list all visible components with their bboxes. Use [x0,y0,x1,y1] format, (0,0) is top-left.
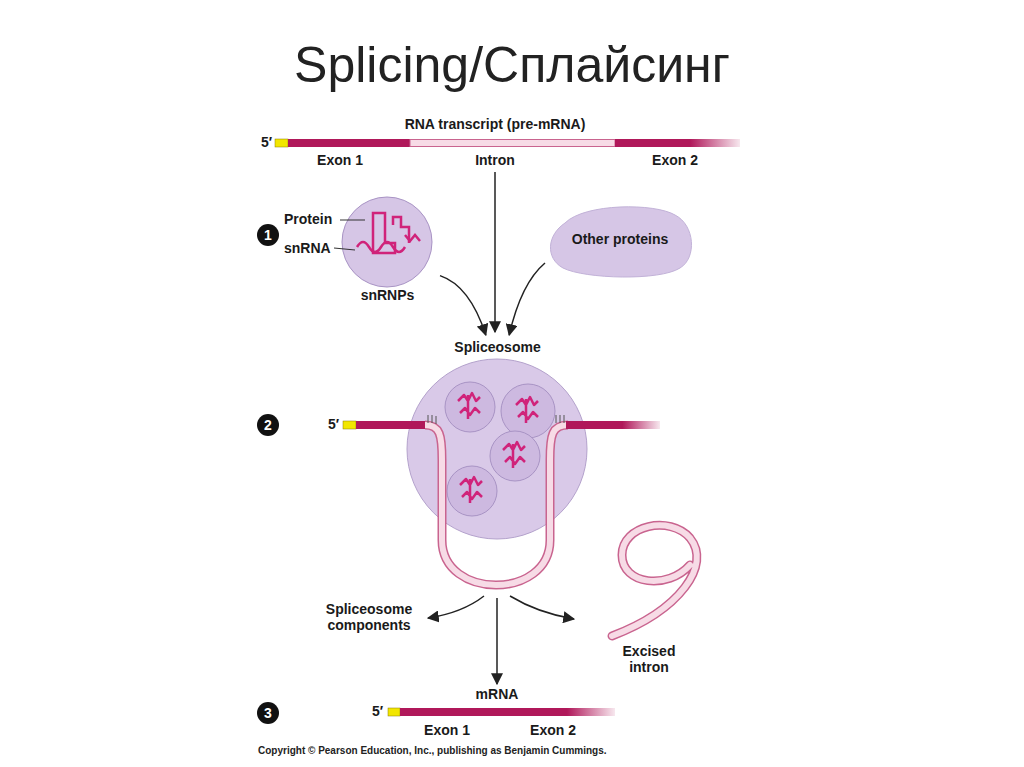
shape-part [490,431,540,481]
shape-part [447,466,497,516]
exon-label: Exon 1 [424,722,470,738]
cap [388,708,400,716]
strand-end: 5′ [372,703,383,719]
exon-band [400,708,495,716]
shape-part [501,384,555,438]
shape-node: snRNPs [335,195,440,307]
product-label: Excised intron [603,643,695,675]
shape-part [460,477,482,503]
exon-band [288,139,410,147]
flow-arrow [509,263,545,335]
shape-part [407,359,587,539]
shape-part [334,248,355,250]
strand-end: 5′ [328,416,339,432]
exon-band [495,708,615,716]
strand-end: 5′ [261,134,272,150]
excised-intron [612,525,697,636]
shape-part [340,220,365,221]
callout-number: 3 [257,702,279,724]
shape-part [503,442,525,468]
shape-part [342,197,432,287]
shape-part [356,421,426,429]
shape-part [445,382,495,432]
excised-intron [612,525,697,636]
part-label: Protein [284,211,332,227]
molecule-label: mRNA [476,686,519,702]
shape-part [566,421,660,429]
exon-label: Exon 1 [317,152,363,168]
shape-part [458,393,480,419]
callout-number: 1 [257,224,279,246]
product-label: Spliceosome components [313,601,425,633]
exon-label: Exon 2 [530,722,576,738]
process-arrow [428,596,484,618]
intron-label: Intron [475,152,515,168]
node-label: snRNPs [335,195,440,303]
callout-number: 2 [257,414,279,436]
exon-band [615,139,740,147]
shape-part [425,425,568,585]
cap [275,139,288,147]
process-arrow [510,596,574,619]
intron-band [410,140,615,147]
node-outline [400,335,595,540]
part-label: snRNA [284,240,331,256]
molecule-label: RNA transcript (pre-mRNA) [405,116,586,132]
shape-node: Other proteins [545,203,695,278]
exon-label: Exon 2 [652,152,698,168]
copyright-caption: Copyright © Pearson Education, Inc., pub… [258,745,607,756]
shape-part [425,425,568,585]
shape-part [428,415,564,424]
shape-part [516,397,538,423]
shape-part [357,235,420,252]
process-arrow [496,598,498,684]
node-label: Other proteins [545,203,695,247]
page-title: Splicing/Сплайсинг [294,36,730,94]
node-label: Spliceosome [400,335,595,355]
flow-arrow [440,276,486,335]
shape-node: Spliceosome [400,335,595,540]
shape-part [343,421,356,429]
process-arrow [494,172,496,332]
